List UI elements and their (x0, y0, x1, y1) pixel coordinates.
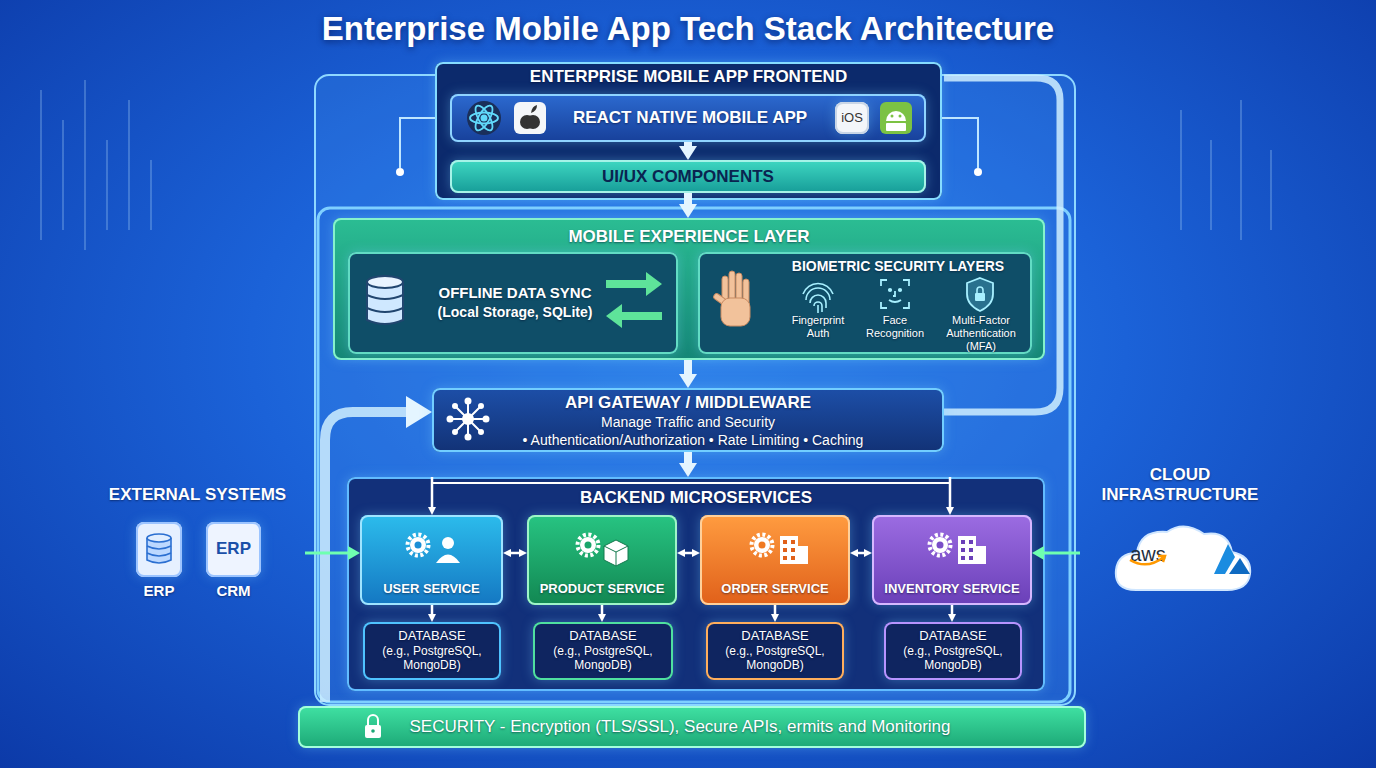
frontend-panel: ENTERPRISE MOBILE APP FRONTEND REACT NATI… (435, 62, 942, 200)
side-dot (396, 168, 404, 176)
services-panel: BACKEND MICROSERVICES USER SERVICE PRODUCT… (347, 477, 1045, 691)
box-body: (e.g., PostgreSQL, MongoDB) (713, 644, 837, 673)
box-body: (e.g., PostgreSQL, MongoDB) (540, 644, 666, 673)
service-box: INVENTORY SERVICE (872, 515, 1032, 605)
box-title: API GATEWAY / MIDDLEWARE (512, 393, 864, 413)
security-band: SECURITY - Encryption (TLS/SSL), Secure … (298, 706, 1086, 748)
system-icon: ERPCRM (206, 522, 261, 577)
panel-heading: MOBILE EXPERIENCE LAYER (333, 227, 1045, 247)
box-body: • Authentication/Authorization • Rate Li… (458, 432, 928, 449)
loop-arrow-head (406, 396, 432, 428)
box-title: DATABASE (884, 628, 1022, 644)
band-text: SECURITY - Encryption (TLS/SSL), Secure … (340, 717, 1020, 737)
box-title: DATABASE (706, 628, 844, 644)
cloud-shape: aws (1112, 520, 1252, 594)
group-heading: CLOUD INFRASTRUCTURE (1080, 465, 1280, 506)
box-subtitle: Manage Traffic and Security (492, 414, 884, 431)
box-title: INVENTORY SERVICE (872, 581, 1032, 597)
service-box: USER SERVICE (360, 515, 503, 605)
inner-frame (318, 208, 1070, 702)
box-title: BIOMETRIC SECURITY LAYERS (778, 258, 1018, 275)
connector-arrow (684, 452, 692, 463)
box-title: DATABASE (533, 628, 673, 644)
feature-box: OFFLINE DATA SYNC (Local Storage, SQLite) (348, 252, 678, 354)
connector-arrow (1044, 552, 1080, 555)
icon-caption: Multi-Factor Authentication (MFA) (932, 314, 1030, 354)
icon-caption: Fingerprint Auth (780, 314, 856, 340)
box-title: UI/UX COMPONENTS (450, 167, 926, 187)
box-title: DATABASE (363, 628, 501, 644)
box-body: (e.g., PostgreSQL, MongoDB) (370, 644, 494, 673)
connector-arrow (684, 360, 692, 374)
panel-heading: BACKEND MICROSERVICES (347, 488, 1045, 508)
system-icon: ERP (136, 522, 182, 577)
box-title: REACT NATIVE MOBILE APP (555, 108, 825, 128)
badge-text: iOS (835, 110, 869, 126)
diagram-title: Enterprise Mobile App Tech Stack Archite… (0, 10, 1376, 48)
box-title: OFFLINE DATA SYNC (405, 284, 625, 302)
feature-box: BIOMETRIC SECURITY LAYERS Fingerprint Aut… (698, 252, 1032, 354)
system-group: EXTERNAL SYSTEMSERPERPCRM (90, 485, 305, 610)
database-box: DATABASE(e.g., PostgreSQL, MongoDB) (884, 622, 1022, 680)
database-box: DATABASE(e.g., PostgreSQL, MongoDB) (706, 622, 844, 680)
side-dot (974, 168, 982, 176)
gateway-box: API GATEWAY / MIDDLEWAREManage Traffic a… (432, 388, 944, 452)
connector-arrow (305, 552, 348, 555)
service-box: ORDER SERVICE (700, 515, 850, 605)
component-bar: UI/UX COMPONENTS (450, 160, 926, 193)
app-box: REACT NATIVE MOBILE APP iOS (450, 94, 926, 142)
service-box: PRODUCT SERVICE (527, 515, 677, 605)
database-box: DATABASE(e.g., PostgreSQL, MongoDB) (533, 622, 673, 680)
cloud-group: CLOUD INFRASTRUCTURE aws (1080, 465, 1280, 600)
outer-frame (315, 75, 1075, 705)
icon-caption: CRM (196, 582, 271, 600)
layer-panel: MOBILE EXPERIENCE LAYER OFFLINE DATA SYNC… (333, 218, 1045, 360)
box-title: ORDER SERVICE (700, 581, 850, 597)
group-heading: EXTERNAL SYSTEMS (90, 485, 305, 505)
box-title: USER SERVICE (360, 581, 503, 597)
box-body: (e.g., PostgreSQL, MongoDB) (891, 644, 1015, 673)
icon-caption: ERP (124, 582, 194, 600)
icon-caption: Face Recognition (858, 314, 932, 340)
database-box: DATABASE(e.g., PostgreSQL, MongoDB) (363, 622, 501, 680)
cloud-text: aws (1124, 542, 1172, 566)
platform-badge: iOS (835, 102, 869, 134)
box-body: (Local Storage, SQLite) (405, 304, 625, 321)
panel-heading: ENTERPRISE MOBILE APP FRONTEND (435, 67, 942, 87)
icon-text: ERP (206, 539, 261, 559)
box-title: PRODUCT SERVICE (527, 581, 677, 597)
